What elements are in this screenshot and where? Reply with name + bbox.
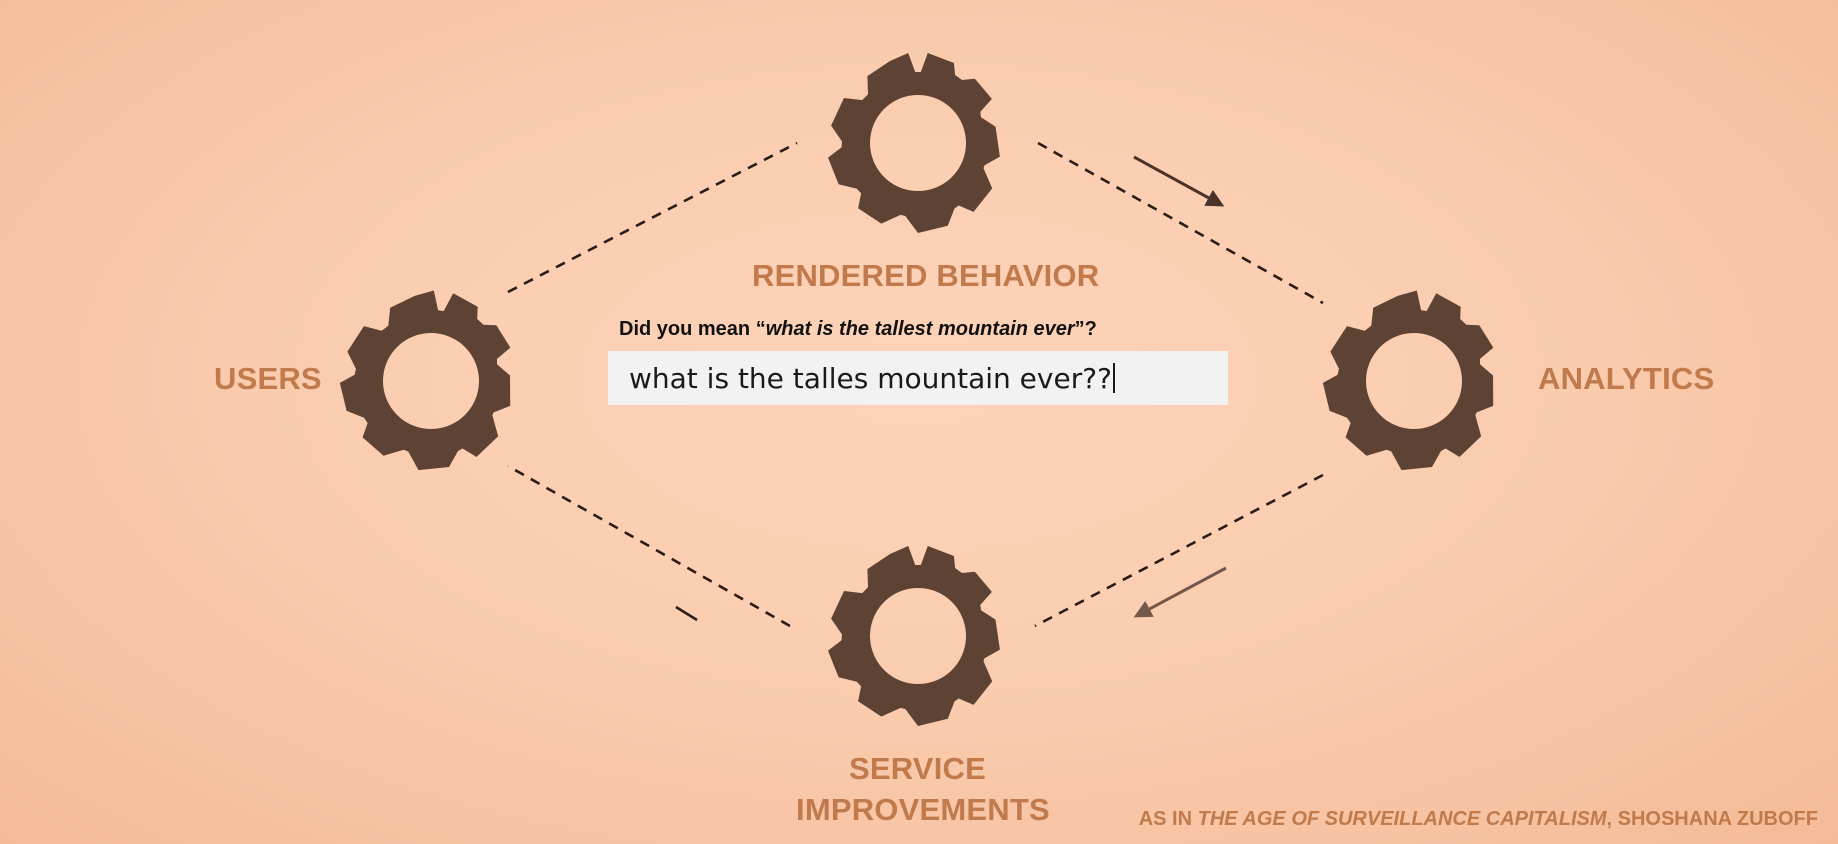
credit-suffix: , SHOSHANA ZUBOFF	[1606, 808, 1818, 830]
node-label-service-line2: IMPROVEMENTS	[796, 792, 1050, 827]
suggestion-prefix: Did you mean “	[619, 318, 766, 340]
text-caret	[1112, 363, 1115, 393]
gear-icon	[329, 279, 525, 482]
connector-analytics-service	[1034, 473, 1324, 628]
node-label-rendered-behavior: RENDERED BEHAVIOR	[752, 258, 1100, 293]
search-input-value: what is the talles mountain ever??	[629, 361, 1112, 395]
suggestion-query: what is the tallest mountain ever	[765, 318, 1075, 340]
gear-icon	[828, 546, 1000, 726]
arrow-icon	[1133, 155, 1225, 207]
node-label-users: USERS	[214, 361, 322, 396]
connector-stray-dash	[675, 605, 698, 622]
suggestion-suffix: ”?	[1074, 318, 1097, 340]
source-credit: AS IN THE AGE OF SURVEILLANCE CAPITALISM…	[1139, 808, 1818, 831]
connector-service-users	[507, 464, 791, 628]
credit-book-title: THE AGE OF SURVEILLANCE CAPITALISM	[1197, 808, 1607, 830]
search-input[interactable]: what is the talles mountain ever??	[608, 351, 1228, 405]
gear-icon	[1312, 279, 1508, 482]
node-label-analytics: ANALYTICS	[1538, 361, 1715, 396]
spelling-suggestion[interactable]: Did you mean “what is the tallest mounta…	[619, 318, 1228, 341]
gear-icon	[828, 53, 1000, 233]
connector-rendered-analytics	[1037, 141, 1324, 305]
search-example: Did you mean “what is the tallest mounta…	[608, 318, 1228, 405]
node-label-service-improvements: SERVICE IMPROVEMENTS	[796, 748, 1050, 830]
node-label-service-line1: SERVICE	[849, 751, 986, 786]
connector-users-rendered	[507, 141, 798, 294]
arrow-icon	[1133, 566, 1227, 618]
credit-prefix: AS IN	[1138, 808, 1198, 830]
